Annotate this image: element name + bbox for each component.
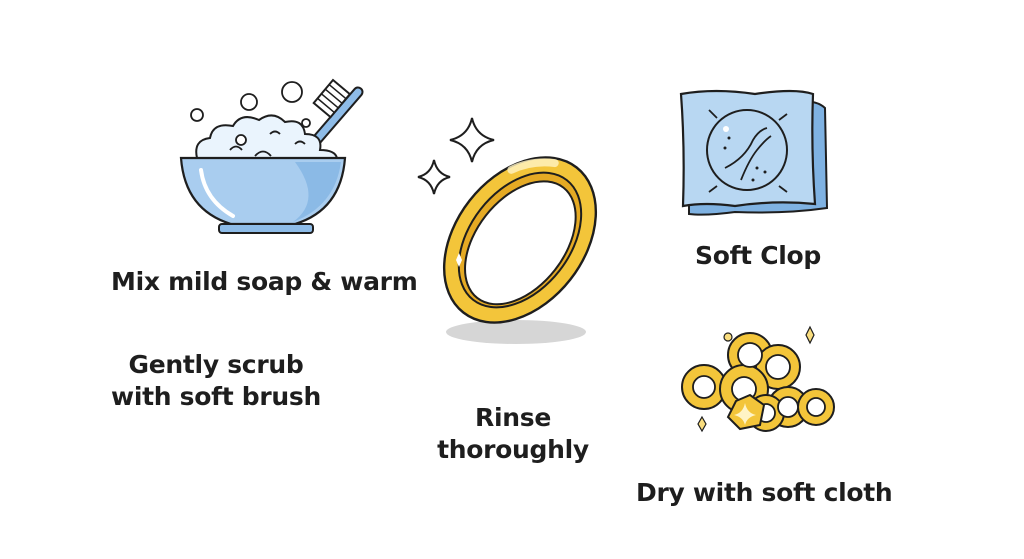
sparkle-icon xyxy=(449,117,495,163)
gold-ring-icon xyxy=(417,117,598,344)
step-rinse-label: Rinse thoroughly xyxy=(430,402,596,466)
step-rinse-line1: Rinse xyxy=(475,403,551,432)
step-scrub-line2: with soft brush xyxy=(111,382,321,411)
step-scrub-line1: Gently scrub xyxy=(128,350,304,379)
polishing-cloth-icon xyxy=(679,89,829,216)
soap-bowl-with-toothbrush-icon xyxy=(179,78,364,234)
step-scrub-label: Gently scrub with soft brush xyxy=(103,349,329,413)
pile-of-gold-rings-icon xyxy=(681,325,835,433)
step-cloth-label: Soft Clop xyxy=(695,241,821,270)
sparkle-icon xyxy=(417,159,451,195)
step-mix-label: Mix mild soap & warm xyxy=(111,267,418,296)
step-dry-label: Dry with soft cloth xyxy=(636,478,893,507)
step-rinse-line2: thoroughly xyxy=(437,435,589,464)
